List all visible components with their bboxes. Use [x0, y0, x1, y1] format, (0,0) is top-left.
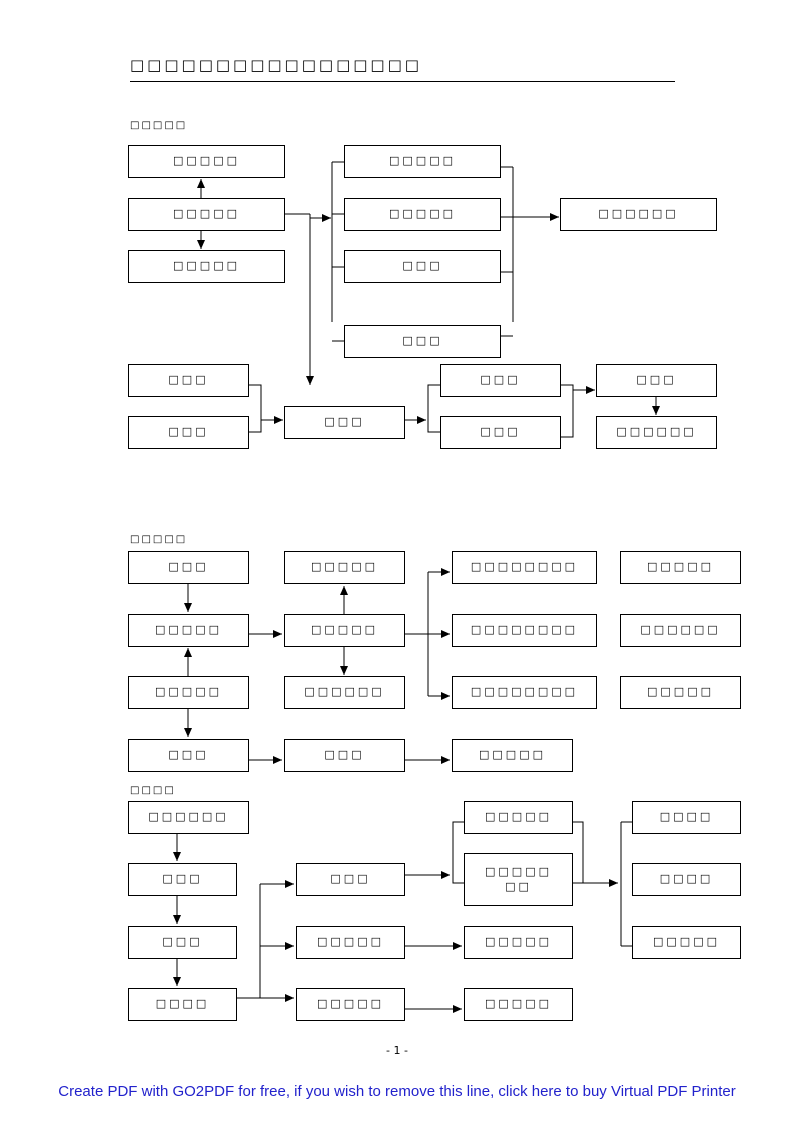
- flow-box-a12: □□□: [440, 364, 561, 397]
- flow-box-c9: □□□□□ □□: [464, 853, 573, 906]
- flow-box-c4: □□□□: [128, 988, 237, 1021]
- flow-box-c12: □□□□: [632, 801, 741, 834]
- section-2-heading: □□□□□: [130, 534, 188, 545]
- bracket-c8-c9: [452, 821, 464, 884]
- flow-box-c7: □□□□□: [296, 988, 405, 1021]
- page-title: □□□□□□□□□□□□□□□□□: [130, 56, 422, 74]
- flow-box-a8: □□□□□□: [560, 198, 717, 231]
- flow-box-a5: □□□□□: [344, 198, 501, 231]
- bracket-a9-a10: [249, 384, 262, 433]
- flow-box-a11: □□□: [284, 406, 405, 439]
- flow-box-b15: □□□□□: [452, 739, 573, 772]
- flow-box-a2: □□□□□: [128, 198, 285, 231]
- flow-box-a7: □□□: [344, 325, 501, 358]
- flow-box-a15: □□□□□□: [596, 416, 717, 449]
- flow-box-a14: □□□: [596, 364, 717, 397]
- bracket-a12-a13: [427, 384, 440, 433]
- footer-link[interactable]: Create PDF with GO2PDF for free, if you …: [58, 1083, 736, 1100]
- flow-box-c6: □□□□□: [296, 926, 405, 959]
- flow-box-b3: □□□□□: [128, 676, 249, 709]
- flow-box-c2: □□□: [128, 863, 237, 896]
- flow-box-c3: □□□: [128, 926, 237, 959]
- flow-box-b10: □□□□□□□□: [452, 676, 597, 709]
- flow-box-c5: □□□: [296, 863, 405, 896]
- flow-box-b11: □□□□□: [620, 551, 741, 584]
- flow-box-b13: □□□□□: [620, 676, 741, 709]
- flow-box-b1: □□□: [128, 551, 249, 584]
- flow-box-b4: □□□: [128, 739, 249, 772]
- flow-box-a9: □□□: [128, 364, 249, 397]
- flow-box-a10: □□□: [128, 416, 249, 449]
- flow-box-c10: □□□□□: [464, 926, 573, 959]
- flow-box-c14: □□□□□: [632, 926, 741, 959]
- flow-box-c1: □□□□□□: [128, 801, 249, 834]
- flow-box-a13: □□□: [440, 416, 561, 449]
- flow-box-a1: □□□□□: [128, 145, 285, 178]
- bracket-c8-c9-right: [573, 821, 584, 884]
- section-3-heading-line1: □□□□: [130, 785, 176, 796]
- flow-box-b5: □□□□□: [284, 551, 405, 584]
- flow-box-b2: □□□□□: [128, 614, 249, 647]
- flow-box-b8: □□□□□□□□: [452, 551, 597, 584]
- section-1-heading: □□□□□: [130, 120, 188, 131]
- flow-box-b6: □□□□□: [284, 614, 405, 647]
- flow-box-a4: □□□□□: [344, 145, 501, 178]
- flow-box-c8: □□□□□: [464, 801, 573, 834]
- bracket-a12-a13-right: [561, 384, 574, 438]
- flow-box-b7: □□□□□□: [284, 676, 405, 709]
- flow-box-c11: □□□□□: [464, 988, 573, 1021]
- flow-box-b12: □□□□□□: [620, 614, 741, 647]
- flow-box-a3: □□□□□: [128, 250, 285, 283]
- page-number: - 1 -: [386, 1044, 408, 1057]
- flow-box-b14: □□□: [284, 739, 405, 772]
- flow-box-b9: □□□□□□□□: [452, 614, 597, 647]
- flow-box-a6: □□□: [344, 250, 501, 283]
- flow-box-c13: □□□□: [632, 863, 741, 896]
- title-divider: [130, 81, 675, 82]
